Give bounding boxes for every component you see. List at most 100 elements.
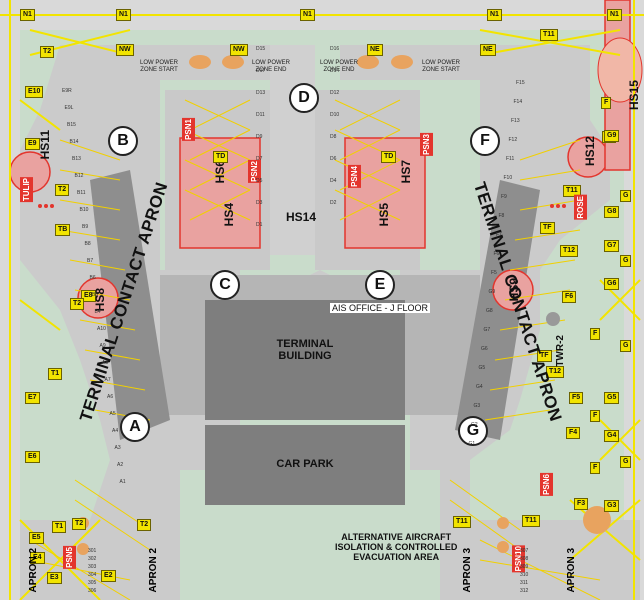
taxiway-label-e10: E10: [25, 86, 44, 98]
low-power-zone-start-west: LOW POWER ZONE START: [140, 60, 179, 73]
stand-number: D12: [330, 90, 340, 96]
stand-number: F9: [501, 194, 507, 200]
isolation-area-label: ALTERNATIVE AIRCRAFT ISOLATION & CONTROL…: [335, 532, 458, 562]
stand-number: B9: [82, 224, 89, 230]
low-power-zone-end-east: LOW POWER ZONE END: [320, 60, 359, 73]
twr-2-label: TWR-2: [555, 335, 566, 367]
southern-grass: [185, 505, 440, 600]
low-power-zone-start-east: LOW POWER ZONE START: [422, 60, 461, 73]
holding-position-markers: [77, 55, 611, 555]
stand-number: G9: [488, 289, 496, 295]
connector-label-t2-c: T2: [70, 298, 85, 310]
stand-number: D8: [330, 134, 337, 140]
connector-label-t2-e: T2: [72, 518, 87, 530]
connector-label-tb: TB: [55, 224, 71, 236]
pier-a-b-spine: [90, 170, 170, 440]
pier-marker-g: G: [458, 416, 488, 446]
stand-number: B7: [87, 258, 94, 264]
psn-label-5: PSN5: [63, 546, 76, 569]
rose-label: ROSE: [574, 195, 587, 220]
connector-label-g5: G5: [604, 392, 620, 404]
taxiway-label-e9: E9: [25, 138, 40, 150]
stand-number: D11: [256, 112, 265, 118]
connector-label-g7: G7: [604, 240, 620, 252]
taxiway-label-nw-b: NW: [230, 44, 248, 56]
stand-number: D16: [330, 46, 340, 52]
stand-number: F13: [511, 118, 520, 124]
connector-label-t2-a: T2: [40, 46, 55, 58]
stand-number: 301: [88, 548, 97, 554]
connector-label-e4: E4: [30, 552, 45, 564]
hotspot-label-hs14: HS14: [286, 210, 317, 224]
hotspot-label-hs6: HS6: [213, 160, 227, 184]
taxiway-label-ne-b: NE: [480, 44, 496, 56]
hotspot-label-hs15: HS15: [627, 80, 641, 111]
stand-number: 311: [520, 580, 528, 586]
stand-number: 303: [88, 564, 97, 570]
stand-number: D1: [256, 222, 263, 228]
stand-number: 308: [520, 556, 529, 562]
hotspot-label-hs7: HS7: [399, 160, 413, 184]
connector-label-g3: G3: [604, 500, 620, 512]
td-label-left: TD: [213, 151, 229, 163]
connector-label-e2: E2: [101, 570, 116, 582]
connector-label-t2-b: T2: [55, 184, 70, 196]
stand-number: G3: [473, 403, 481, 409]
stand-number: B4: [94, 309, 101, 315]
stand-number: B14: [69, 139, 79, 145]
connector-label-e3: E3: [47, 572, 62, 584]
stand-number: A8: [102, 360, 109, 366]
stand-lead-in-lines: [29, 99, 601, 600]
taxiway-label-e8: E8: [81, 290, 96, 302]
hotspot-label-hs12: HS12: [583, 136, 597, 167]
pier-d: [270, 45, 315, 255]
stand-number: A9: [99, 343, 106, 349]
stand-number: 307: [520, 548, 529, 554]
apron-2-label-a: APRON 2: [28, 548, 39, 593]
stand-number: F15: [516, 80, 525, 86]
stand-number: F7: [496, 232, 502, 238]
terminal-building-label: TERMINAL BUILDING: [276, 338, 334, 362]
connector-label-f5: F5: [569, 392, 584, 404]
taxiway-label-g-d: G: [620, 456, 632, 468]
stand-number: 309: [520, 564, 529, 570]
stand-number: F14: [513, 99, 523, 105]
stand-number: D2: [330, 200, 337, 206]
stand-number: A5: [109, 411, 116, 417]
hotspot-area-psn3: [344, 137, 426, 249]
hotspot-label-hs11: HS11: [38, 130, 52, 160]
connector-label-t2-d: T2: [137, 519, 152, 531]
pier-marker-c: C: [210, 270, 240, 300]
tulip-label: TULIP: [20, 177, 33, 203]
apron-3-label-a: APRON 3: [462, 548, 473, 593]
stand-number: A3: [114, 445, 121, 451]
stand-number: B11: [77, 190, 86, 196]
taxiway-label-e7: E7: [25, 392, 40, 404]
stand-number: B5: [92, 292, 99, 298]
taxiway-label-g-a: G: [620, 190, 632, 202]
connector-label-t11-b: T11: [563, 185, 581, 197]
terminal-building: [205, 300, 405, 420]
stand-number: A2: [117, 462, 124, 468]
taxiway-label-nw-a: NW: [116, 44, 134, 56]
connector-label-t11-a: T11: [540, 29, 558, 41]
stand-number: A7: [104, 377, 111, 383]
pier-marker-d: D: [289, 83, 319, 113]
stand-number: B15: [67, 122, 76, 128]
stand-number: B13: [72, 156, 81, 162]
stand-number: 305: [88, 580, 97, 586]
pier-marker-f: F: [470, 126, 500, 156]
taxiway-label-g-c: G: [620, 340, 632, 352]
car-park-label: CAR PARK: [276, 458, 334, 470]
connector-label-t11-d: T11: [522, 515, 540, 527]
connector-label-tf-b: TF: [540, 222, 555, 234]
stand-number: G8: [486, 308, 493, 314]
pier-marker-b: B: [108, 126, 138, 156]
hotspot-label-hs4: HS4: [222, 203, 236, 227]
stand-number: B8: [84, 241, 91, 247]
psn-label-6: PSN6: [540, 473, 553, 496]
stand-number: D6: [330, 156, 337, 162]
stand-number: A1: [119, 479, 126, 485]
